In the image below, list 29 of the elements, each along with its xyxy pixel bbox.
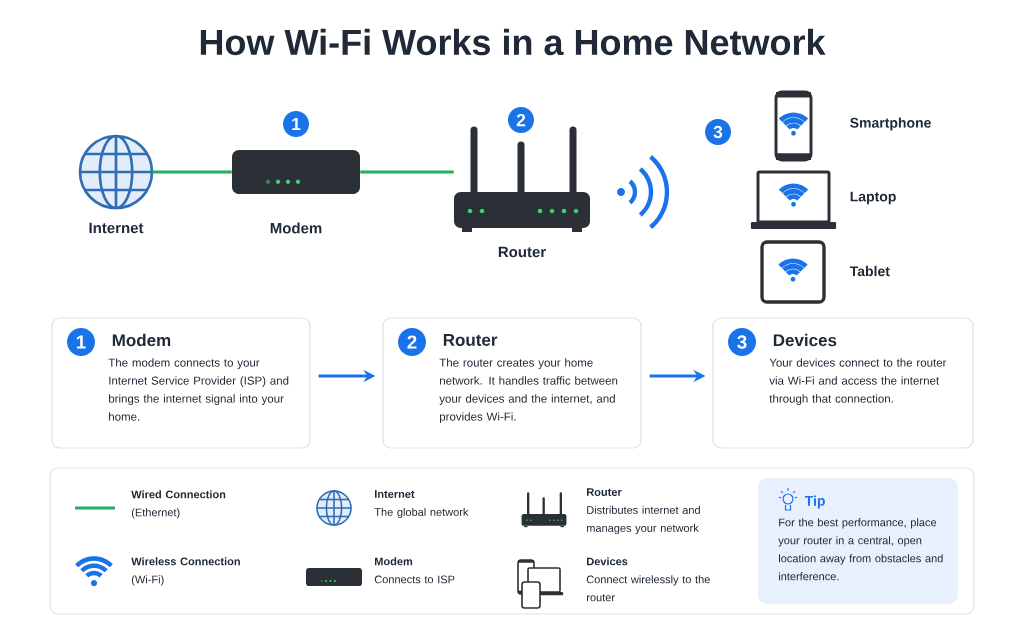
device-label: Laptop xyxy=(850,191,896,205)
legend-text: Internet The global network xyxy=(374,490,469,519)
number-badge: 1 xyxy=(283,111,309,137)
number-badge: 3 xyxy=(728,328,756,356)
cable-line xyxy=(152,170,232,174)
card-text: The router creates your home network. It handles traffic between your devices and the internet, and provides Wi-Fi. xyxy=(439,358,618,423)
legend-text: Devices Connect wirelessly to the router xyxy=(586,557,710,602)
tip-text: For the best performance, place your router in a central, open location away from obstacles and interference. xyxy=(778,518,943,581)
card-heading: Router xyxy=(443,334,498,346)
number-badge: 3 xyxy=(705,119,731,145)
card-heading: Modem xyxy=(112,333,171,347)
tip-heading: Tip xyxy=(804,495,825,509)
card-heading: Devices xyxy=(773,333,837,347)
device-label: Internet xyxy=(89,222,144,234)
legend-text: Modem Connects to ISP xyxy=(374,557,455,584)
legend-text: Wired Connection (Ethernet) xyxy=(131,490,226,519)
number-badge: 1 xyxy=(67,328,95,356)
legend-text: Wireless Connection (Wi-Fi) xyxy=(131,557,240,586)
legend-text: Router Distributes internet and manages your network xyxy=(587,488,700,535)
cable-line xyxy=(360,170,454,174)
number-badge: 2 xyxy=(398,328,426,356)
title: How Wi-Fi Works in a Home Network xyxy=(200,28,826,56)
card-text: Your devices connect to the router via Wi-Fi and access the internet through that connection. xyxy=(769,358,947,405)
device-label: Tablet xyxy=(849,265,890,277)
device-label: Smartphone xyxy=(850,117,931,131)
number-badge: 2 xyxy=(508,107,534,133)
device-label: Modem xyxy=(270,222,322,234)
card-text: The modem connects to your Internet Service Provider (ISP) and brings the internet signal into your home. xyxy=(108,358,289,421)
device-label: Router xyxy=(498,246,546,258)
